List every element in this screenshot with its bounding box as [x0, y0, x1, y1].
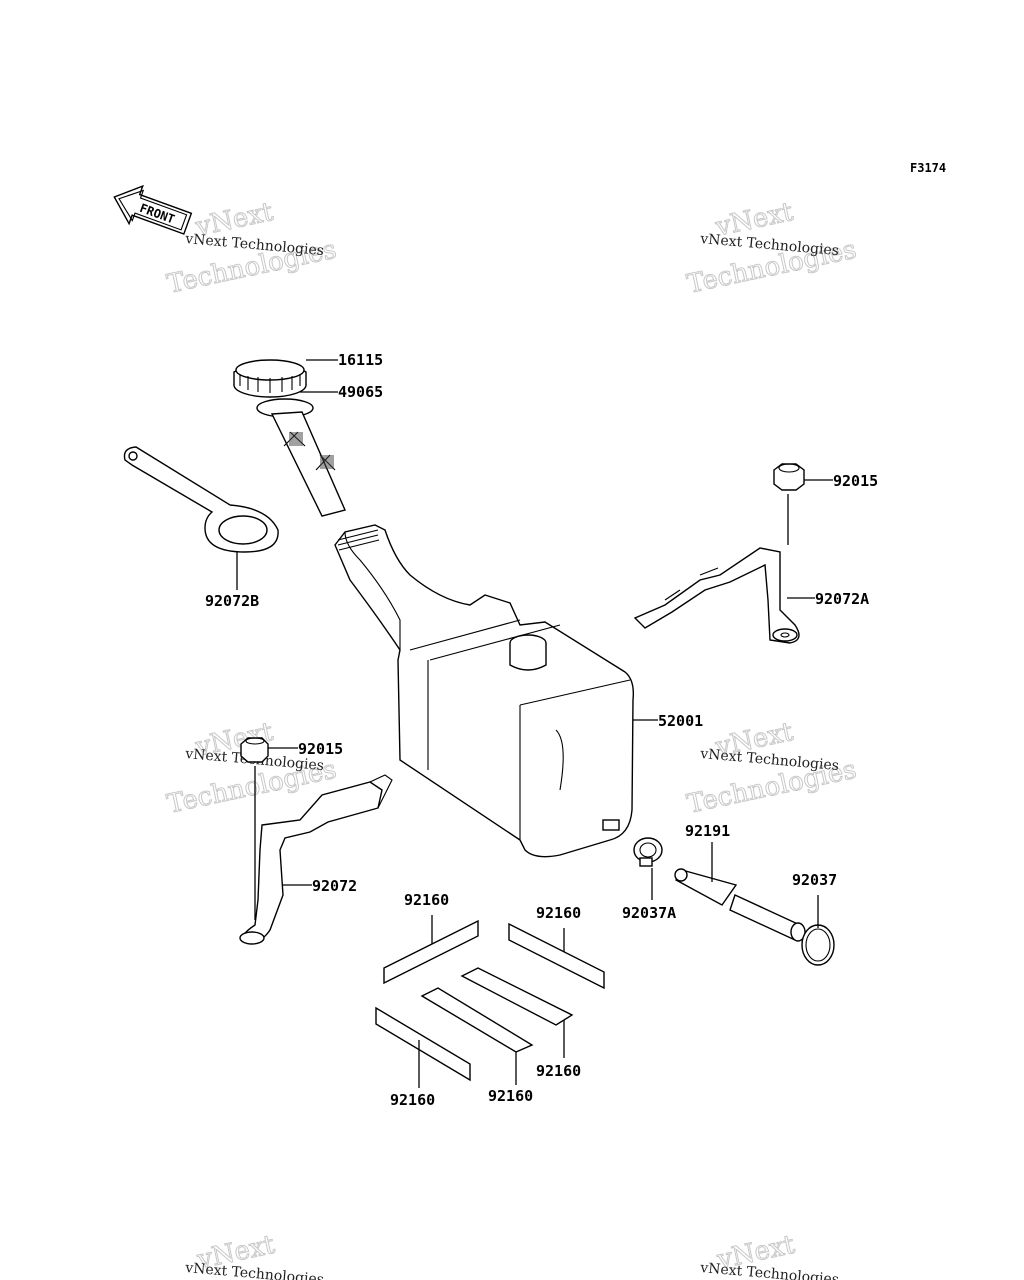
figure-code: F3174 [910, 161, 946, 175]
part-number-label: 92160 [536, 904, 581, 922]
part-number-label: 92160 [390, 1091, 435, 1109]
strainer-part [256, 398, 346, 517]
nut-part [773, 463, 805, 491]
part-number-label: 92037 [792, 871, 837, 889]
pad-part [460, 967, 574, 1026]
pad-part [383, 919, 479, 985]
front-arrow-icon: FRONT [113, 184, 193, 235]
part-number-label: 52001 [658, 712, 703, 730]
part-number-label: 92072A [815, 590, 869, 608]
part-number-label: 92015 [833, 472, 878, 490]
pad-part [420, 987, 534, 1053]
spring-clamp-part [801, 924, 835, 966]
part-number-label: 92037A [622, 904, 676, 922]
part-number-label: 92072B [205, 592, 259, 610]
part-number-label: 92160 [488, 1087, 533, 1105]
hose-clamp-part [633, 837, 663, 867]
part-number-label: 92072 [312, 877, 357, 895]
hose-part [674, 868, 806, 942]
part-number-label: 92015 [298, 740, 343, 758]
nut-part [240, 737, 269, 763]
strap-part [239, 774, 393, 945]
strap-a-part [633, 547, 800, 644]
part-number-label: 92160 [404, 891, 449, 909]
part-number-label: 92160 [536, 1062, 581, 1080]
part-number-label: 16115 [338, 351, 383, 369]
part-number-label: 49065 [338, 383, 383, 401]
strap-b-part [123, 446, 279, 553]
part-number-label: 92191 [685, 822, 730, 840]
fuel-cap-part [233, 359, 307, 398]
oil-tank-part [334, 524, 635, 858]
pad-part [375, 1006, 471, 1082]
pad-part [508, 922, 605, 990]
